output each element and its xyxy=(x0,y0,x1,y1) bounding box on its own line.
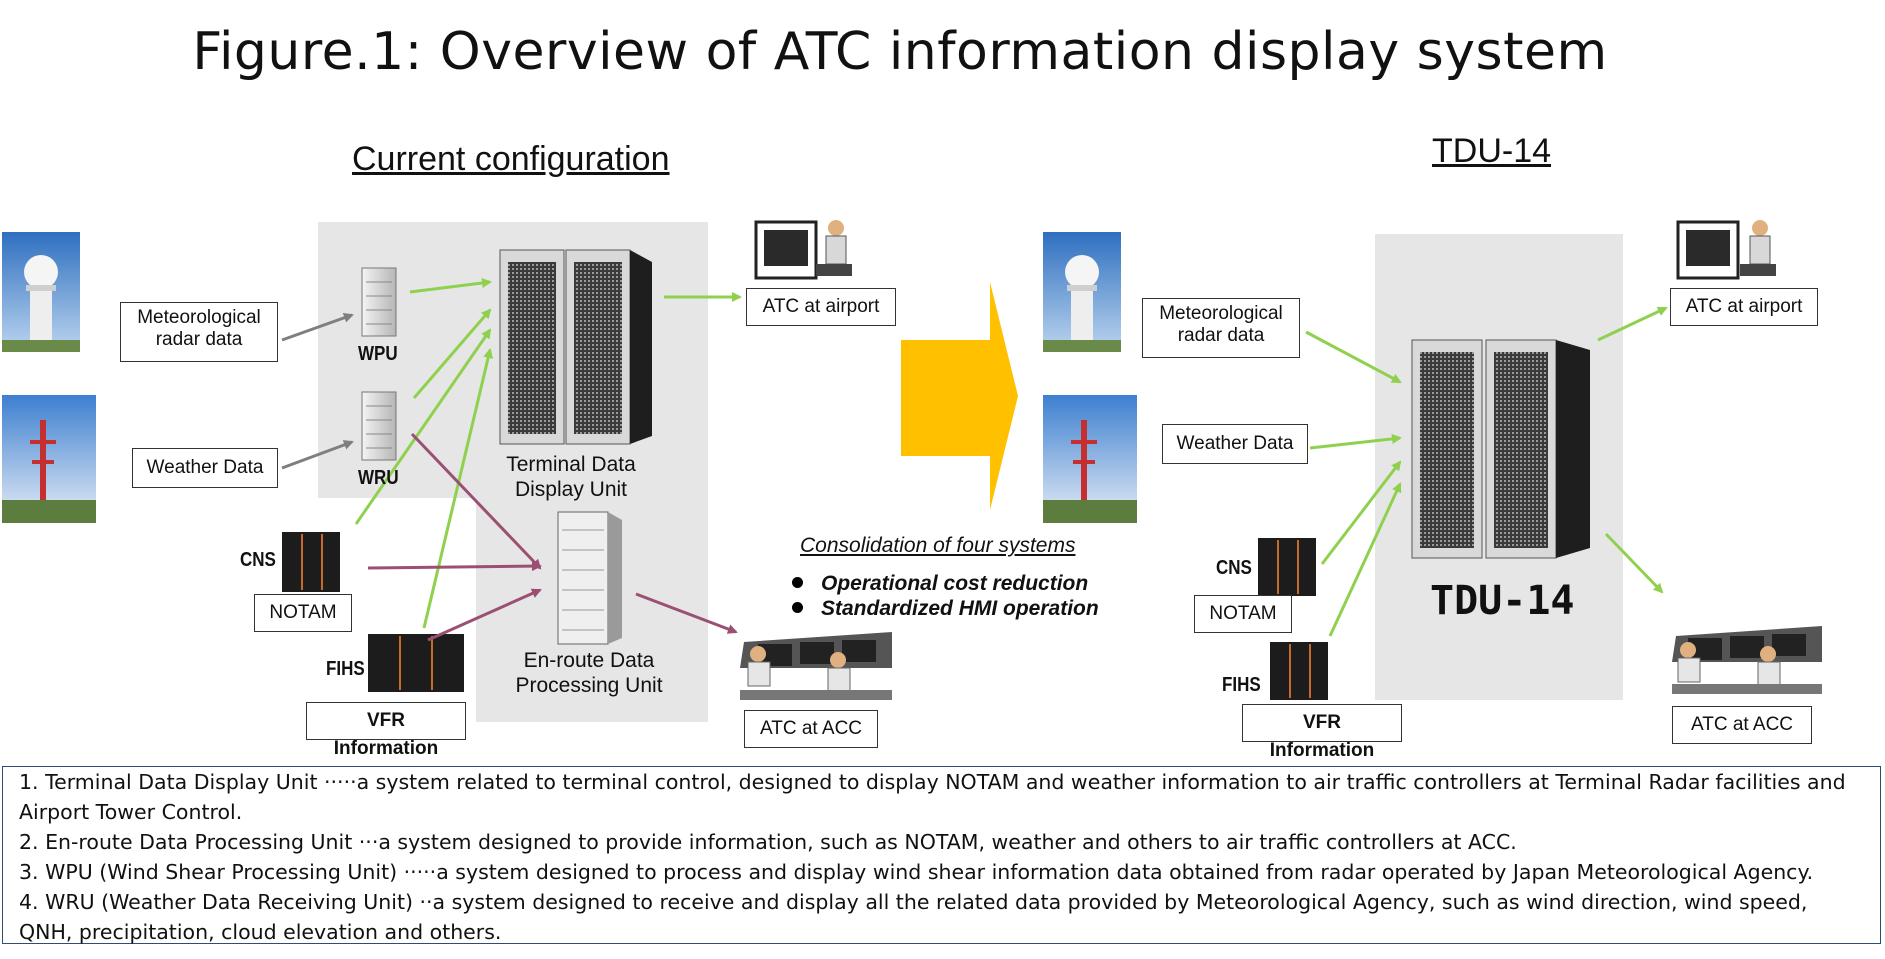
consolidation-title: Consolidation of four systems xyxy=(800,534,1076,557)
note-1: 1. Terminal Data Display Unit ·····a sys… xyxy=(19,770,1846,824)
tdu14-heading: TDU-14 xyxy=(1432,132,1552,170)
atc-acc-label: ATC at ACC xyxy=(744,710,878,748)
fihs-label: FIHS xyxy=(326,658,365,680)
enroute-caption: En-route Data Processing Unit xyxy=(515,649,663,697)
weather-station-photo-right xyxy=(1043,395,1137,523)
fihs-label-right: FIHS xyxy=(1222,674,1261,696)
fihs-server-icon-right xyxy=(1270,642,1328,700)
cns-label: CNS xyxy=(240,549,276,571)
note-3: 3. WPU (Wind Shear Processing Unit) ····… xyxy=(19,860,1814,884)
wpu-server-icon xyxy=(361,267,397,337)
cns-server-icon-right xyxy=(1258,538,1316,596)
cns-server-icon xyxy=(282,532,340,592)
note-4: 4. WRU (Weather Data Receiving Unit) ··a… xyxy=(19,890,1808,944)
vfr-information-label: VFR Information xyxy=(306,702,466,759)
tdu14-rack-icon xyxy=(1411,339,1590,559)
weather-data-label: Weather Data xyxy=(132,448,278,488)
atc-acc-workstation-icon-right xyxy=(1672,626,1822,694)
tdu14-unit-label: TDU-14 xyxy=(1430,578,1575,624)
notam-label-right: NOTAM xyxy=(1194,595,1292,633)
notes-box: 1. Terminal Data Display Unit ·····a sys… xyxy=(2,766,1881,944)
flow-arrows-left xyxy=(281,278,742,642)
notam-label: NOTAM xyxy=(254,594,352,632)
atc-airport-workstation-icon-right xyxy=(1676,220,1776,280)
weather-data-label-right: Weather Data xyxy=(1162,424,1308,464)
atc-airport-workstation-icon xyxy=(754,220,852,280)
terminal-data-display-caption: Terminal Data Display Unit xyxy=(506,453,636,501)
consolidation-arrow xyxy=(901,282,1018,510)
wru-label: WRU xyxy=(358,467,399,489)
fihs-server-icon xyxy=(368,634,464,692)
atc-acc-label-right: ATC at ACC xyxy=(1672,706,1812,744)
cns-label-right: CNS xyxy=(1216,557,1252,579)
radar-tower-photo-right xyxy=(1043,232,1121,352)
enroute-rack-icon xyxy=(557,511,622,645)
vfr-information-label-right: VFR Information xyxy=(1242,704,1402,761)
radar-tower-photo xyxy=(2,232,80,352)
atc-airport-label-right: ATC at airport xyxy=(1670,288,1818,326)
atc-acc-workstation-icon xyxy=(740,632,892,700)
note-2: 2. En-route Data Processing Unit ···a sy… xyxy=(19,830,1517,854)
terminal-data-display-rack-icon xyxy=(499,249,652,445)
weather-station-photo xyxy=(2,395,96,523)
met-radar-data-label-right: Meteorological radar data xyxy=(1142,298,1300,358)
flow-arrows-right xyxy=(1305,306,1668,637)
wru-server-icon xyxy=(361,391,397,461)
wpu-label: WPU xyxy=(358,343,398,365)
current-config-heading: Current configuration xyxy=(352,140,670,178)
bullet-hmi-operation: Standardized HMI operation xyxy=(792,597,1099,621)
met-radar-data-label: Meteorological radar data xyxy=(120,302,278,362)
bullet-cost-reduction: Operational cost reduction xyxy=(792,572,1088,596)
figure-title: Figure.1: Overview of ATC information di… xyxy=(192,22,1608,82)
atc-airport-label: ATC at airport xyxy=(746,288,896,326)
